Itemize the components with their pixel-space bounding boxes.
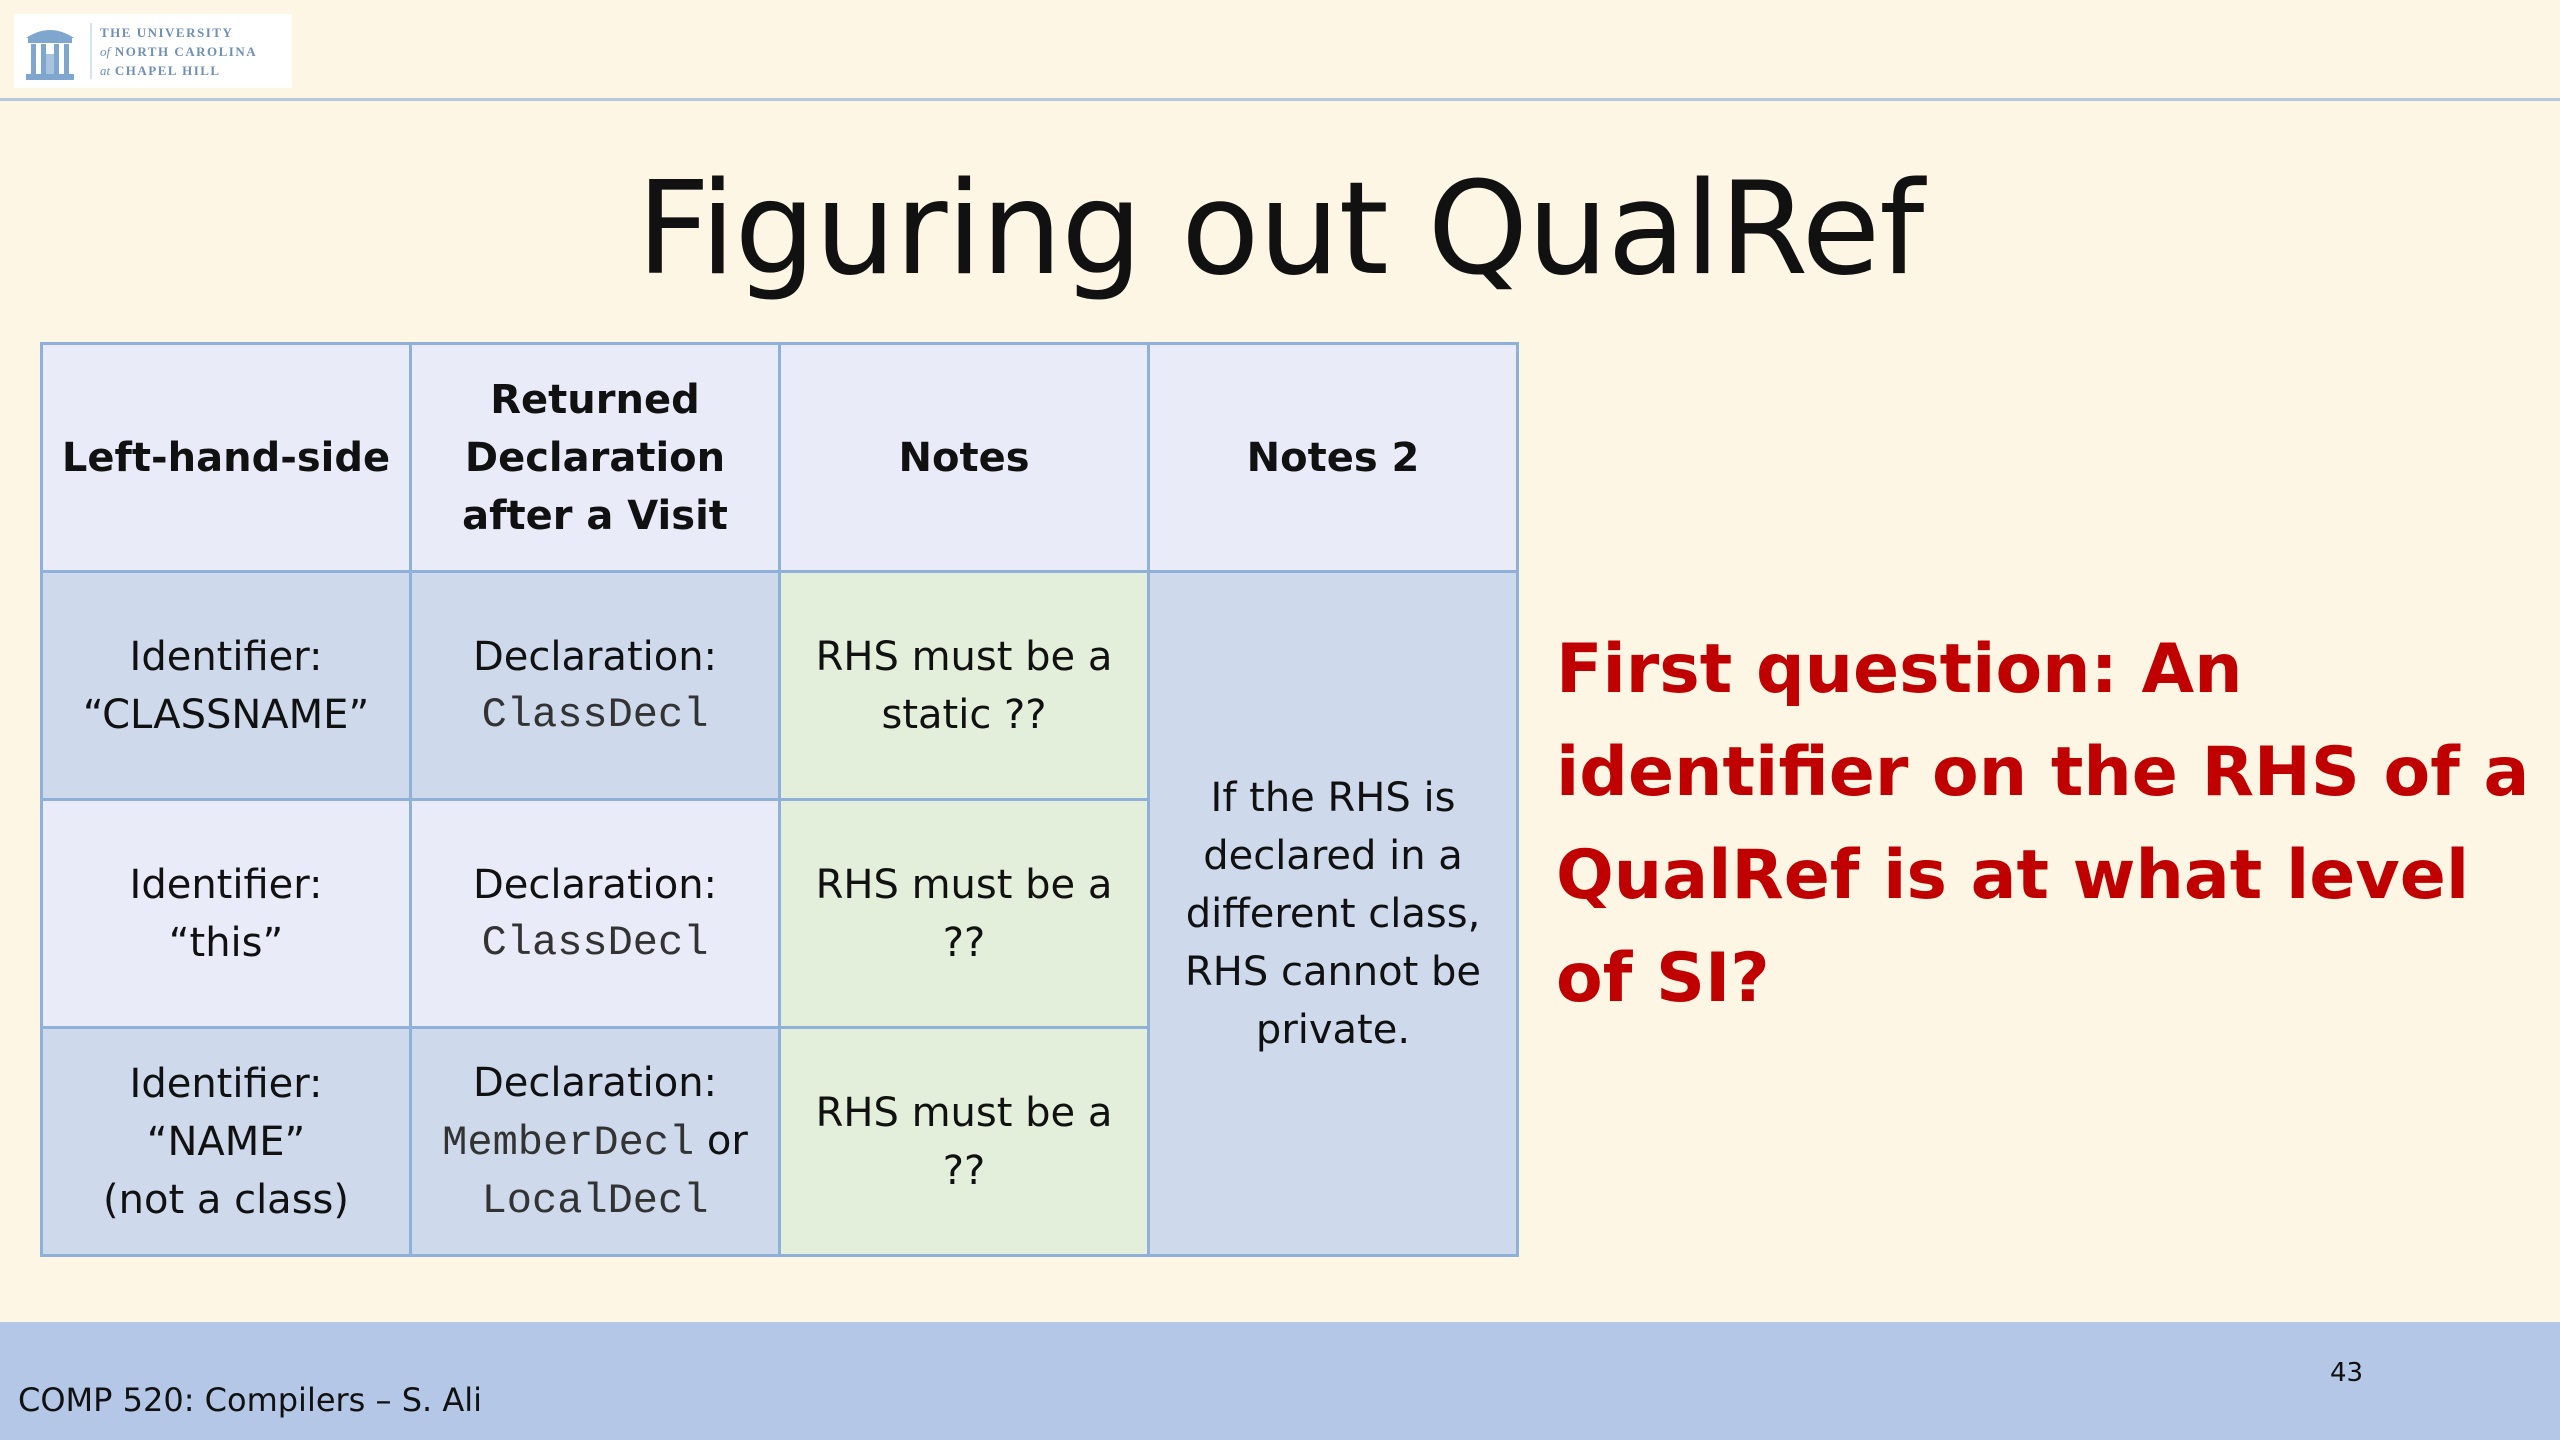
old-well-icon: [14, 15, 86, 87]
logo-wordmark: THE UNIVERSITY of NORTH CAROLINA at CHAP…: [100, 23, 257, 80]
slide-footer-bar: [0, 1322, 2560, 1440]
header-returned-declaration: Returned Declaration after a Visit: [409, 342, 781, 573]
logo-line-3: at CHAPEL HILL: [100, 62, 221, 78]
page-number: 43: [2330, 1358, 2364, 1388]
header-left-hand-side: Left-hand-side: [40, 342, 412, 573]
declaration-cell: Declaration: ClassDecl: [409, 570, 781, 801]
header-notes: Notes: [778, 342, 1150, 573]
notes-cell: RHS must be a ??: [778, 1026, 1150, 1257]
lhs-cell: Identifier: “CLASSNAME”: [40, 570, 412, 801]
table-row: Identifier: “this” Declaration: ClassDec…: [40, 798, 1518, 1029]
header-notes-2: Notes 2: [1147, 342, 1519, 573]
logo-divider: [90, 23, 92, 79]
question-callout: First question: An identifier on the RHS…: [1556, 630, 2530, 1018]
logo-line-1: THE UNIVERSITY: [100, 24, 234, 40]
qualref-table: Left-hand-side Returned Declaration afte…: [40, 342, 1519, 1257]
university-logo: THE UNIVERSITY of NORTH CAROLINA at CHAP…: [14, 14, 292, 88]
notes-cell: RHS must be a ??: [778, 798, 1150, 1029]
footer-course-label: COMP 520: Compilers – S. Ali: [18, 1381, 483, 1419]
slide-header-bar: THE UNIVERSITY of NORTH CAROLINA at CHAP…: [0, 0, 2560, 101]
lhs-cell: Identifier: “this”: [40, 798, 412, 1029]
table-header-row: Left-hand-side Returned Declaration afte…: [40, 342, 1519, 573]
lhs-cell: Identifier: “NAME” (not a class): [40, 1026, 412, 1257]
slide-title: Figuring out QualRef: [636, 155, 1925, 304]
declaration-cell: Declaration: MemberDecl or LocalDecl: [409, 1026, 781, 1257]
notes-cell: RHS must be a static ??: [778, 570, 1150, 801]
logo-line-2: of NORTH CAROLINA: [100, 43, 258, 59]
table-row: Identifier: “NAME” (not a class) Declara…: [40, 1026, 1518, 1257]
notes-2-merged-cell: If the RHS is declared in a different cl…: [1147, 570, 1519, 1257]
declaration-cell: Declaration: ClassDecl: [409, 798, 781, 1029]
table-row: Identifier: “CLASSNAME” Declaration: Cla…: [40, 570, 1519, 1257]
